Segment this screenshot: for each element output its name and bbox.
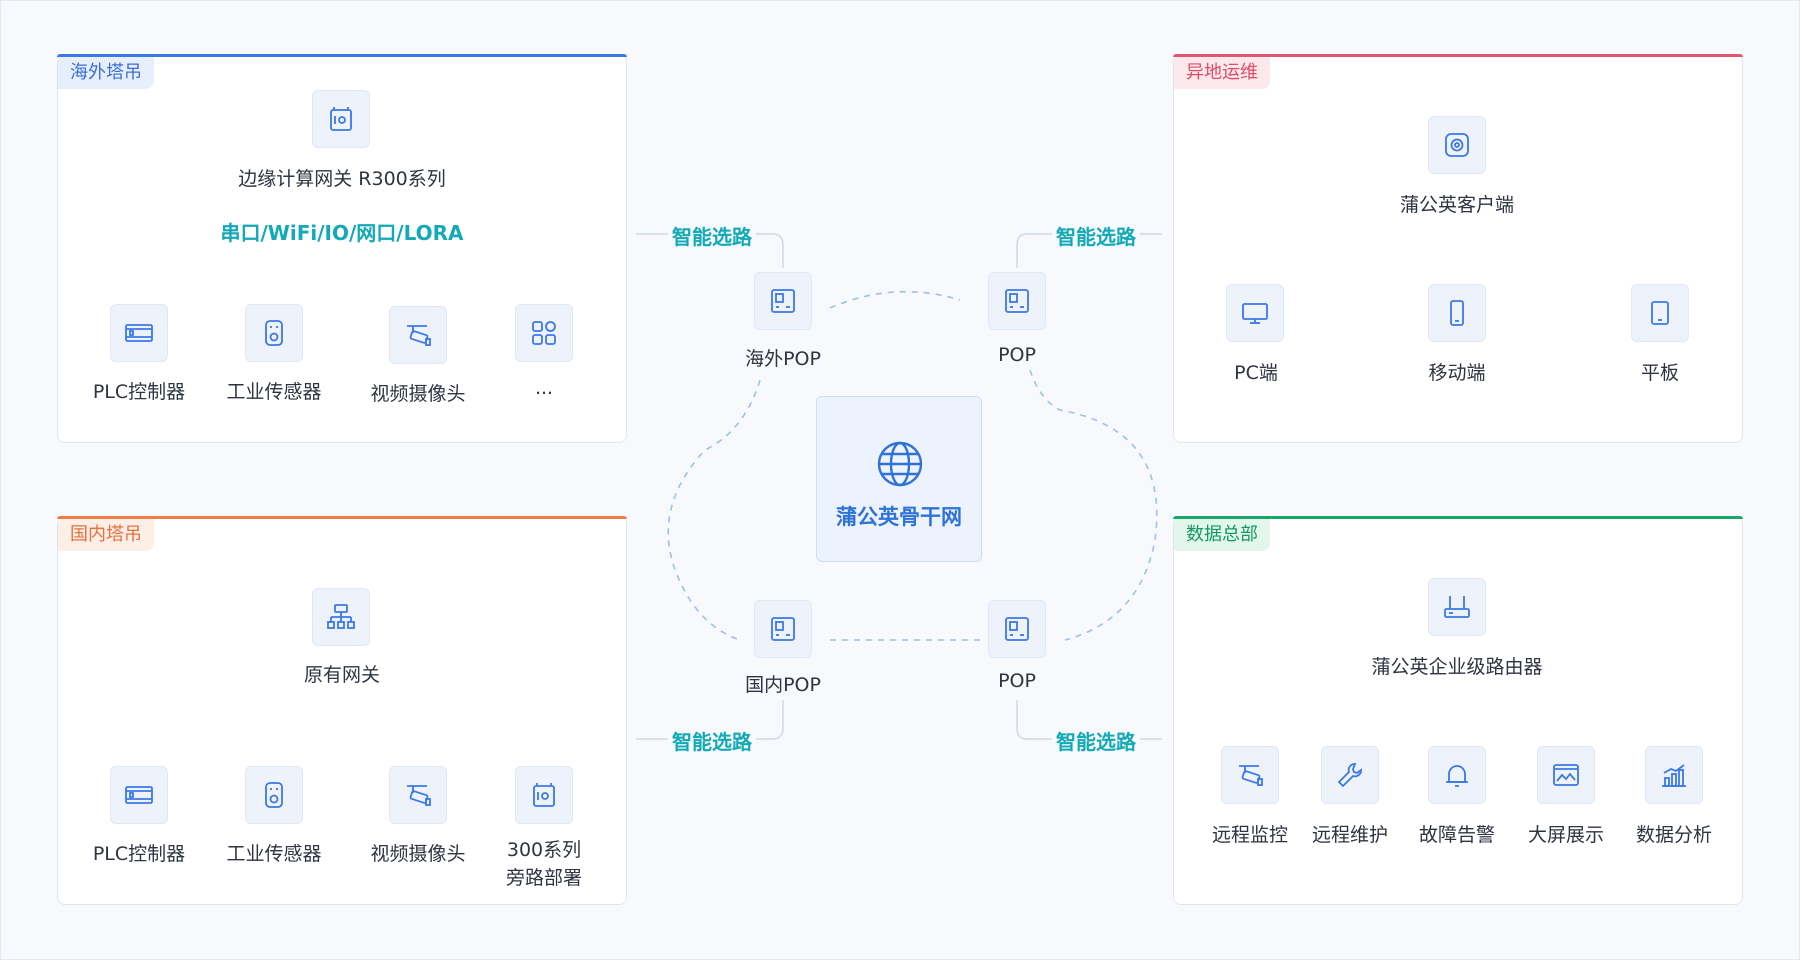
server-icon xyxy=(771,289,795,313)
domestic-plc-label: PLC控制器 xyxy=(92,843,186,865)
maintenance-label: 远程维护 xyxy=(1311,824,1389,846)
protocol-label: 串口/WiFi/IO/网口/LORA xyxy=(220,221,464,245)
panel-accent-bar xyxy=(1173,54,1743,57)
domestic-camera-label: 视频摄像头 xyxy=(370,843,466,865)
domestic-pop-node[interactable] xyxy=(754,600,812,658)
wrench-icon xyxy=(1337,763,1362,788)
screen-icon xyxy=(1553,764,1579,786)
bypass-gateway-node[interactable] xyxy=(515,766,573,824)
smart-route-label-bottom-right: 智能选路 xyxy=(1052,726,1140,755)
server-icon xyxy=(1005,617,1029,641)
sensor-icon xyxy=(265,320,283,346)
overseas-plc-node[interactable] xyxy=(110,304,168,362)
pop-node-top-right[interactable] xyxy=(988,272,1046,330)
smart-route-label-top-left: 智能选路 xyxy=(668,221,756,250)
pc-label: PC端 xyxy=(1234,362,1278,384)
plc-icon xyxy=(125,324,153,342)
network-tree-icon xyxy=(327,604,355,629)
router-icon xyxy=(1444,596,1470,618)
monitor-icon xyxy=(1242,303,1268,324)
bypass-gateway-label: 300系列 旁路部署 xyxy=(506,836,582,892)
alarm-node[interactable] xyxy=(1428,746,1486,804)
pop-node-bottom-right[interactable] xyxy=(988,600,1046,658)
pop-label-bottom-right: POP xyxy=(998,670,1036,692)
overseas-sensor-node[interactable] xyxy=(245,304,303,362)
gateway-icon xyxy=(533,783,555,807)
smart-route-label-top-right: 智能选路 xyxy=(1052,221,1140,250)
phone-icon xyxy=(1450,300,1464,326)
domestic-camera-node[interactable] xyxy=(389,766,447,824)
enterprise-router-label: 蒲公英企业级路由器 xyxy=(1371,656,1543,678)
camera-icon xyxy=(407,785,431,806)
legacy-gateway-label: 原有网关 xyxy=(303,664,381,686)
edge-gateway-label: 边缘计算网关 R300系列 xyxy=(238,168,446,190)
overseas-panel: 海外塔吊 xyxy=(57,54,627,443)
overseas-camera-node[interactable] xyxy=(389,306,447,364)
maintenance-node[interactable] xyxy=(1321,746,1379,804)
backbone-network-label: 蒲公英骨干网 xyxy=(836,505,962,529)
bypass-gateway-label-line2: 旁路部署 xyxy=(505,867,583,889)
monitoring-label: 远程监控 xyxy=(1211,824,1289,846)
mobile-node[interactable] xyxy=(1428,284,1486,342)
overseas-pop-node[interactable] xyxy=(754,272,812,330)
plc-icon xyxy=(125,786,153,804)
panel-accent-bar xyxy=(57,54,627,57)
tablet-label: 平板 xyxy=(1640,362,1680,384)
client-node[interactable] xyxy=(1428,116,1486,174)
tablet-icon xyxy=(1651,301,1669,325)
sensor-icon xyxy=(265,782,283,808)
camera-icon xyxy=(407,325,431,346)
remote-panel: 异地运维 xyxy=(1173,54,1743,443)
panel-tag: 海外塔吊 xyxy=(58,57,154,89)
mobile-label: 移动端 xyxy=(1428,362,1486,384)
domestic-pop-label: 国内POP xyxy=(745,674,821,696)
domestic-panel: 国内塔吊 xyxy=(57,516,627,905)
overseas-sensor-label: 工业传感器 xyxy=(226,381,322,403)
overseas-plc-label: PLC控制器 xyxy=(92,381,186,403)
chart-icon xyxy=(1662,764,1686,787)
edge-gateway-node[interactable] xyxy=(312,90,370,148)
panel-tag: 异地运维 xyxy=(1174,57,1270,89)
overseas-more-label: ... xyxy=(534,377,554,399)
domestic-sensor-node[interactable] xyxy=(245,766,303,824)
panel-tag: 国内塔吊 xyxy=(58,519,154,551)
domestic-sensor-label: 工业传感器 xyxy=(226,843,322,865)
panel-accent-bar xyxy=(1173,516,1743,519)
analytics-node[interactable] xyxy=(1645,746,1703,804)
big-screen-node[interactable] xyxy=(1537,746,1595,804)
overseas-camera-label: 视频摄像头 xyxy=(370,383,466,405)
client-app-icon xyxy=(1445,133,1469,157)
backbone-network-node[interactable]: 蒲公英骨干网 xyxy=(816,396,982,562)
overseas-pop-label: 海外POP xyxy=(745,348,821,370)
server-icon xyxy=(771,617,795,641)
analytics-label: 数据分析 xyxy=(1635,824,1713,846)
monitoring-node[interactable] xyxy=(1221,746,1279,804)
server-icon xyxy=(1005,289,1029,313)
pop-label-top-right: POP xyxy=(998,344,1036,366)
tablet-node[interactable] xyxy=(1631,284,1689,342)
panel-accent-bar xyxy=(57,516,627,519)
globe-icon xyxy=(877,441,923,487)
apps-icon xyxy=(532,321,556,345)
legacy-gateway-node[interactable] xyxy=(312,588,370,646)
big-screen-label: 大屏展示 xyxy=(1527,824,1605,846)
camera-icon xyxy=(1239,765,1263,786)
client-label: 蒲公英客户端 xyxy=(1399,194,1515,216)
panel-tag: 数据总部 xyxy=(1174,519,1270,551)
gateway-icon xyxy=(330,107,352,131)
alarm-label: 故障告警 xyxy=(1418,824,1496,846)
smart-route-label-bottom-left: 智能选路 xyxy=(668,726,756,755)
enterprise-router-node[interactable] xyxy=(1428,578,1486,636)
bypass-gateway-label-line1: 300系列 xyxy=(506,839,582,861)
overseas-more-node[interactable] xyxy=(515,304,573,362)
pc-node[interactable] xyxy=(1226,284,1284,342)
bell-icon xyxy=(1446,765,1468,787)
domestic-plc-node[interactable] xyxy=(110,766,168,824)
